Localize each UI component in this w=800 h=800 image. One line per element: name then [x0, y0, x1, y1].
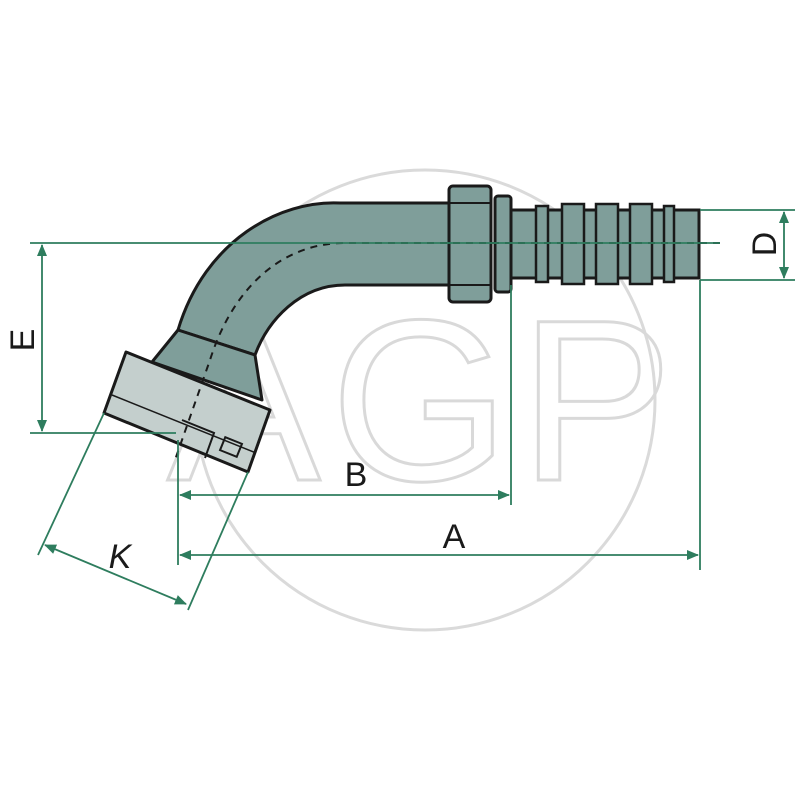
dimension-label-d: D	[746, 232, 784, 257]
dimension-line-k	[44, 544, 187, 605]
centerline	[174, 242, 720, 461]
collar	[150, 328, 264, 402]
dimension-label-k: K	[109, 538, 133, 576]
elbow-tube	[176, 201, 454, 357]
hose-tail	[509, 202, 701, 286]
dimension-label-e: E	[4, 329, 42, 352]
dimension-label-b: B	[345, 456, 368, 494]
dimension-label-a: A	[443, 518, 466, 556]
dimension-lines	[37, 211, 789, 605]
extension-lines	[30, 209, 795, 611]
